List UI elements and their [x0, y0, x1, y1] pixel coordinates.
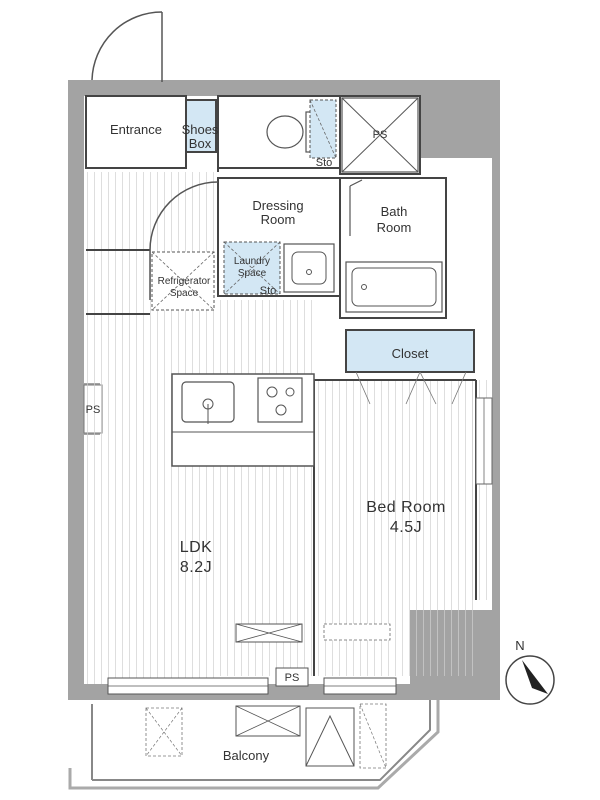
ldk-label: LDK — [180, 539, 213, 556]
refrigerator-space-label-line2: Space — [170, 288, 199, 299]
balcony — [68, 700, 440, 790]
ps-top-shaft — [341, 97, 419, 173]
bathtub — [345, 261, 443, 313]
kitchen-counter — [171, 373, 315, 467]
balcony-label: Balcony — [223, 748, 270, 763]
laundry-space-label-line2: Space — [238, 268, 267, 279]
ps-bottom-shaft — [275, 667, 309, 687]
room-labels: Entrance Shoes Box PS Sto Dressing Room … — [86, 122, 446, 763]
dressing-room-label-line1: Dressing — [252, 198, 303, 213]
sto-laundry-label: Sto — [260, 285, 277, 297]
north-compass-icon: N — [505, 638, 555, 705]
closet-doors — [355, 371, 467, 405]
toilet-fixture — [266, 99, 337, 159]
entrance-door — [91, 11, 163, 82]
ldk-size-label: 8.2J — [180, 559, 212, 576]
bedroom-side-window — [475, 397, 493, 485]
bed-room-size-label: 4.5J — [390, 519, 422, 536]
closet-label: Closet — [392, 346, 429, 361]
ps-top-label: PS — [373, 129, 388, 141]
aircon-markers — [235, 623, 391, 643]
refrigerator-space-label-line1: Refrigerator — [158, 276, 211, 287]
compass-label: N — [515, 638, 524, 653]
laundry-space-label-line1: Laundry — [234, 256, 270, 267]
bed-room-label: Bed Room — [366, 499, 446, 516]
shoes-box-label-line1: Shoes — [182, 122, 219, 137]
ps-left-label: PS — [86, 404, 101, 416]
ps-bottom-label: PS — [285, 672, 300, 684]
ldk-door — [149, 181, 219, 300]
dressing-room-label-line2: Room — [261, 212, 296, 227]
sto-toilet-label: Sto — [316, 157, 333, 169]
shoes-box-label-line2: Box — [189, 136, 212, 151]
interior-walls — [85, 95, 477, 676]
washbasin — [283, 243, 335, 293]
bath-door — [349, 179, 363, 236]
entrance-label: Entrance — [110, 122, 162, 137]
bath-room-label-line1: Bath — [381, 204, 408, 219]
south-windows — [107, 677, 397, 695]
refrigerator-space — [151, 251, 215, 311]
laundry-space — [223, 241, 281, 295]
bath-room-label-line2: Room — [377, 220, 412, 235]
